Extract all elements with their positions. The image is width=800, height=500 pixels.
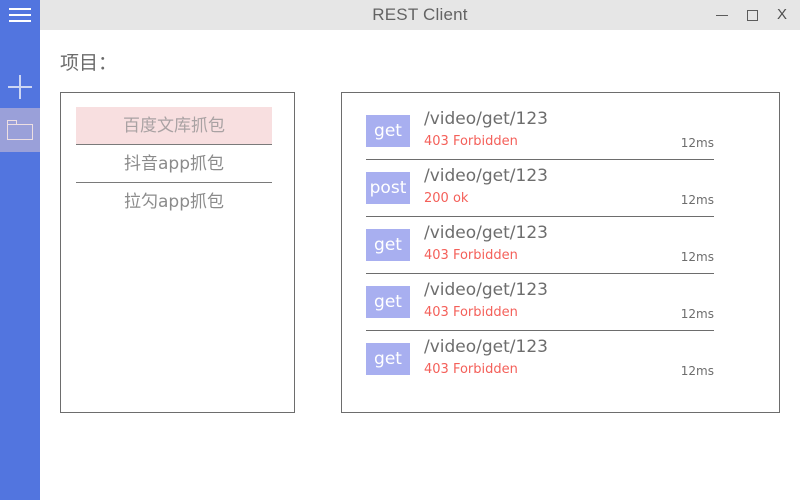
request-duration: 12ms (680, 136, 714, 150)
hamburger-menu-icon (9, 8, 31, 22)
project-list-item[interactable]: 拉勽app抓包 (76, 183, 272, 221)
request-row[interactable]: get /video/get/123 403 Forbidden 12ms (366, 331, 714, 388)
window-controls: X (714, 0, 790, 30)
request-row[interactable]: get /video/get/123 403 Forbidden 12ms (366, 274, 714, 331)
projects-list: 百度文库抓包 抖音app抓包 拉勽app抓包 (76, 107, 272, 221)
maximize-icon[interactable] (744, 7, 760, 23)
request-path: /video/get/123 (424, 166, 548, 186)
sidebar-item-projects[interactable] (0, 108, 40, 152)
close-icon[interactable]: X (776, 6, 787, 23)
request-status: 403 Forbidden (424, 248, 518, 263)
request-path: /video/get/123 (424, 337, 548, 357)
request-duration: 12ms (680, 250, 714, 264)
projects-panel: 百度文库抓包 抖音app抓包 拉勽app抓包 (60, 92, 295, 413)
requests-list: get /video/get/123 403 Forbidden 12ms po… (366, 103, 714, 388)
project-label: 百度文库抓包 (123, 116, 225, 136)
request-row[interactable]: get /video/get/123 403 Forbidden 12ms (366, 217, 714, 274)
project-label: 拉勽app抓包 (124, 192, 224, 212)
sidebar (0, 0, 40, 500)
request-status: 403 Forbidden (424, 134, 518, 149)
page-title: 项目： (60, 52, 118, 74)
request-path: /video/get/123 (424, 109, 548, 129)
request-status: 403 Forbidden (424, 362, 518, 377)
project-list-item[interactable]: 抖音app抓包 (76, 145, 272, 183)
main-content: 项目： 百度文库抓包 抖音app抓包 拉勽app抓包 get /vi (40, 30, 800, 500)
request-method-badge: post (366, 172, 410, 204)
plus-icon (8, 75, 32, 99)
request-row[interactable]: get /video/get/123 403 Forbidden 12ms (366, 103, 714, 160)
requests-panel: get /video/get/123 403 Forbidden 12ms po… (341, 92, 780, 413)
project-list-item[interactable]: 百度文库抓包 (76, 107, 272, 145)
folder-icon (7, 120, 33, 140)
request-status: 200 ok (424, 191, 469, 206)
request-path: /video/get/123 (424, 280, 548, 300)
minimize-icon[interactable] (714, 7, 730, 23)
sidebar-item-add[interactable] (0, 65, 40, 109)
request-duration: 12ms (680, 193, 714, 207)
request-method-badge: get (366, 286, 410, 318)
request-duration: 12ms (680, 307, 714, 321)
title-bar[interactable]: REST Client X (40, 0, 800, 30)
request-status: 403 Forbidden (424, 305, 518, 320)
request-method-badge: get (366, 343, 410, 375)
request-method-badge: get (366, 229, 410, 261)
window-title: REST Client (372, 5, 468, 24)
request-path: /video/get/123 (424, 223, 548, 243)
request-row[interactable]: post /video/get/123 200 ok 12ms (366, 160, 714, 217)
sidebar-item-menu[interactable] (0, 0, 40, 30)
project-label: 抖音app抓包 (124, 154, 224, 174)
request-duration: 12ms (680, 364, 714, 378)
request-method-badge: get (366, 115, 410, 147)
